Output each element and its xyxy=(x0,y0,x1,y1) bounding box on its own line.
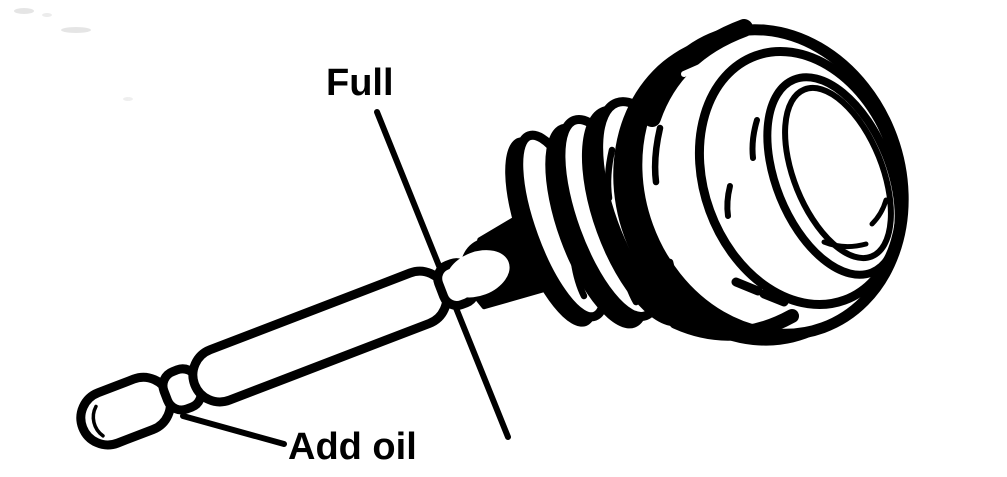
face-hatch xyxy=(749,117,760,161)
dipstick-tip-highlight xyxy=(91,404,105,438)
face-hatch xyxy=(724,183,733,219)
cap-inner-ring-1 xyxy=(763,73,903,279)
full-label: Full xyxy=(326,62,394,104)
add-oil-leader-line xyxy=(180,413,287,447)
add-oil-label: Add oil xyxy=(288,426,417,468)
scan-smudge xyxy=(123,97,133,101)
rim-dash xyxy=(759,289,789,307)
inner-face-arc xyxy=(869,197,889,227)
cap-bottom-heavy-edge xyxy=(669,309,799,341)
cap-top-shade-band xyxy=(643,19,753,127)
ridge-hatch xyxy=(604,146,616,202)
cap-top-highlight-slit xyxy=(681,57,719,77)
dipstick-shaft xyxy=(188,266,452,407)
rim-dash xyxy=(731,277,763,296)
cap-inner-ring-2 xyxy=(782,84,894,262)
cap-face-rim xyxy=(694,47,906,309)
ridge-hatch xyxy=(651,124,664,186)
dipstick-cap xyxy=(505,19,909,346)
scan-smudge xyxy=(14,8,34,14)
scan-smudge xyxy=(42,13,52,17)
ridge-hatch xyxy=(570,258,588,300)
ridge-hatch xyxy=(620,264,640,306)
scan-artifacts xyxy=(14,8,133,101)
cap-detail-strokes xyxy=(553,117,889,341)
inner-face-arc xyxy=(821,239,869,250)
ridge-hatch xyxy=(553,168,564,220)
ridge-hatch xyxy=(666,258,688,304)
scan-smudge xyxy=(61,27,91,33)
stem-highlight-oval xyxy=(445,250,510,298)
